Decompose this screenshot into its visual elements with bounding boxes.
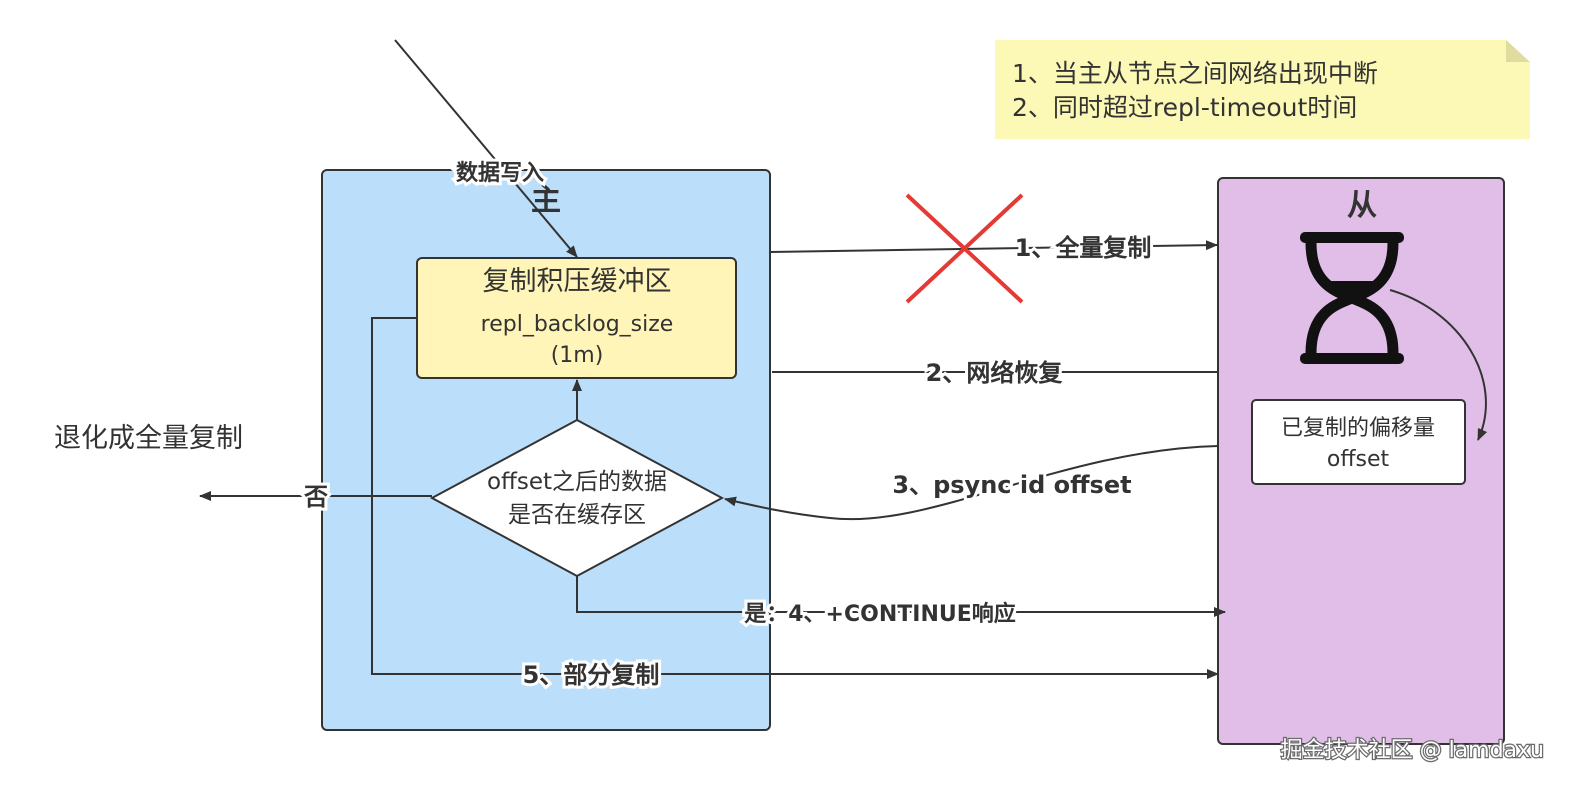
slave-offset-line-2: offset	[1327, 447, 1390, 472]
backlog-buffer-size-value: (1m)	[551, 343, 604, 368]
continue-label: 是：4、+CONTINUE响应	[744, 601, 1016, 627]
no-label: 否	[303, 483, 328, 511]
note-line-2: 2、同时超过repl-timeout时间	[1012, 93, 1357, 122]
slave-label: 从	[1347, 188, 1377, 223]
continue-arrow	[576, 576, 1226, 617]
decision-line-1: offset之后的数据	[487, 469, 667, 495]
full-copy-arrow	[769, 240, 1218, 253]
partial-copy-label: 5、部分复制	[523, 661, 660, 689]
hourglass-icon	[1300, 232, 1404, 364]
psync-arrow	[724, 445, 1219, 521]
note-shape	[995, 40, 1530, 139]
full-copy-label: 1、全量复制	[1015, 234, 1152, 262]
backlog-buffer-size: repl_backlog_size	[481, 312, 674, 337]
note-line-1: 1、当主从节点之间网络出现中断	[1012, 59, 1378, 88]
blocked-cross-icon	[905, 193, 1024, 304]
data-write-label: 数据写入	[456, 160, 544, 186]
decision-line-2: 是否在缓存区	[508, 502, 646, 528]
watermark: 掘金技术社区 @ lamdaxu	[1281, 738, 1544, 763]
psync-label: 3、psync id offset	[892, 471, 1131, 499]
hourglass-to-offset-arrow	[1389, 289, 1488, 441]
note: 1、当主从节点之间网络出现中断 2、同时超过repl-timeout时间	[995, 40, 1530, 139]
network-restore-label: 2、网络恢复	[926, 359, 1064, 387]
data-write-arrow	[394, 39, 578, 258]
slave-offset-line-1: 已复制的偏移量	[1281, 416, 1435, 441]
master-label: 主	[531, 183, 561, 218]
fallback-label: 退化成全量复制	[54, 423, 243, 454]
slave-offset-box	[1251, 399, 1466, 485]
note-fold	[1506, 40, 1530, 62]
backlog-buffer-title: 复制积压缓冲区	[483, 266, 672, 297]
